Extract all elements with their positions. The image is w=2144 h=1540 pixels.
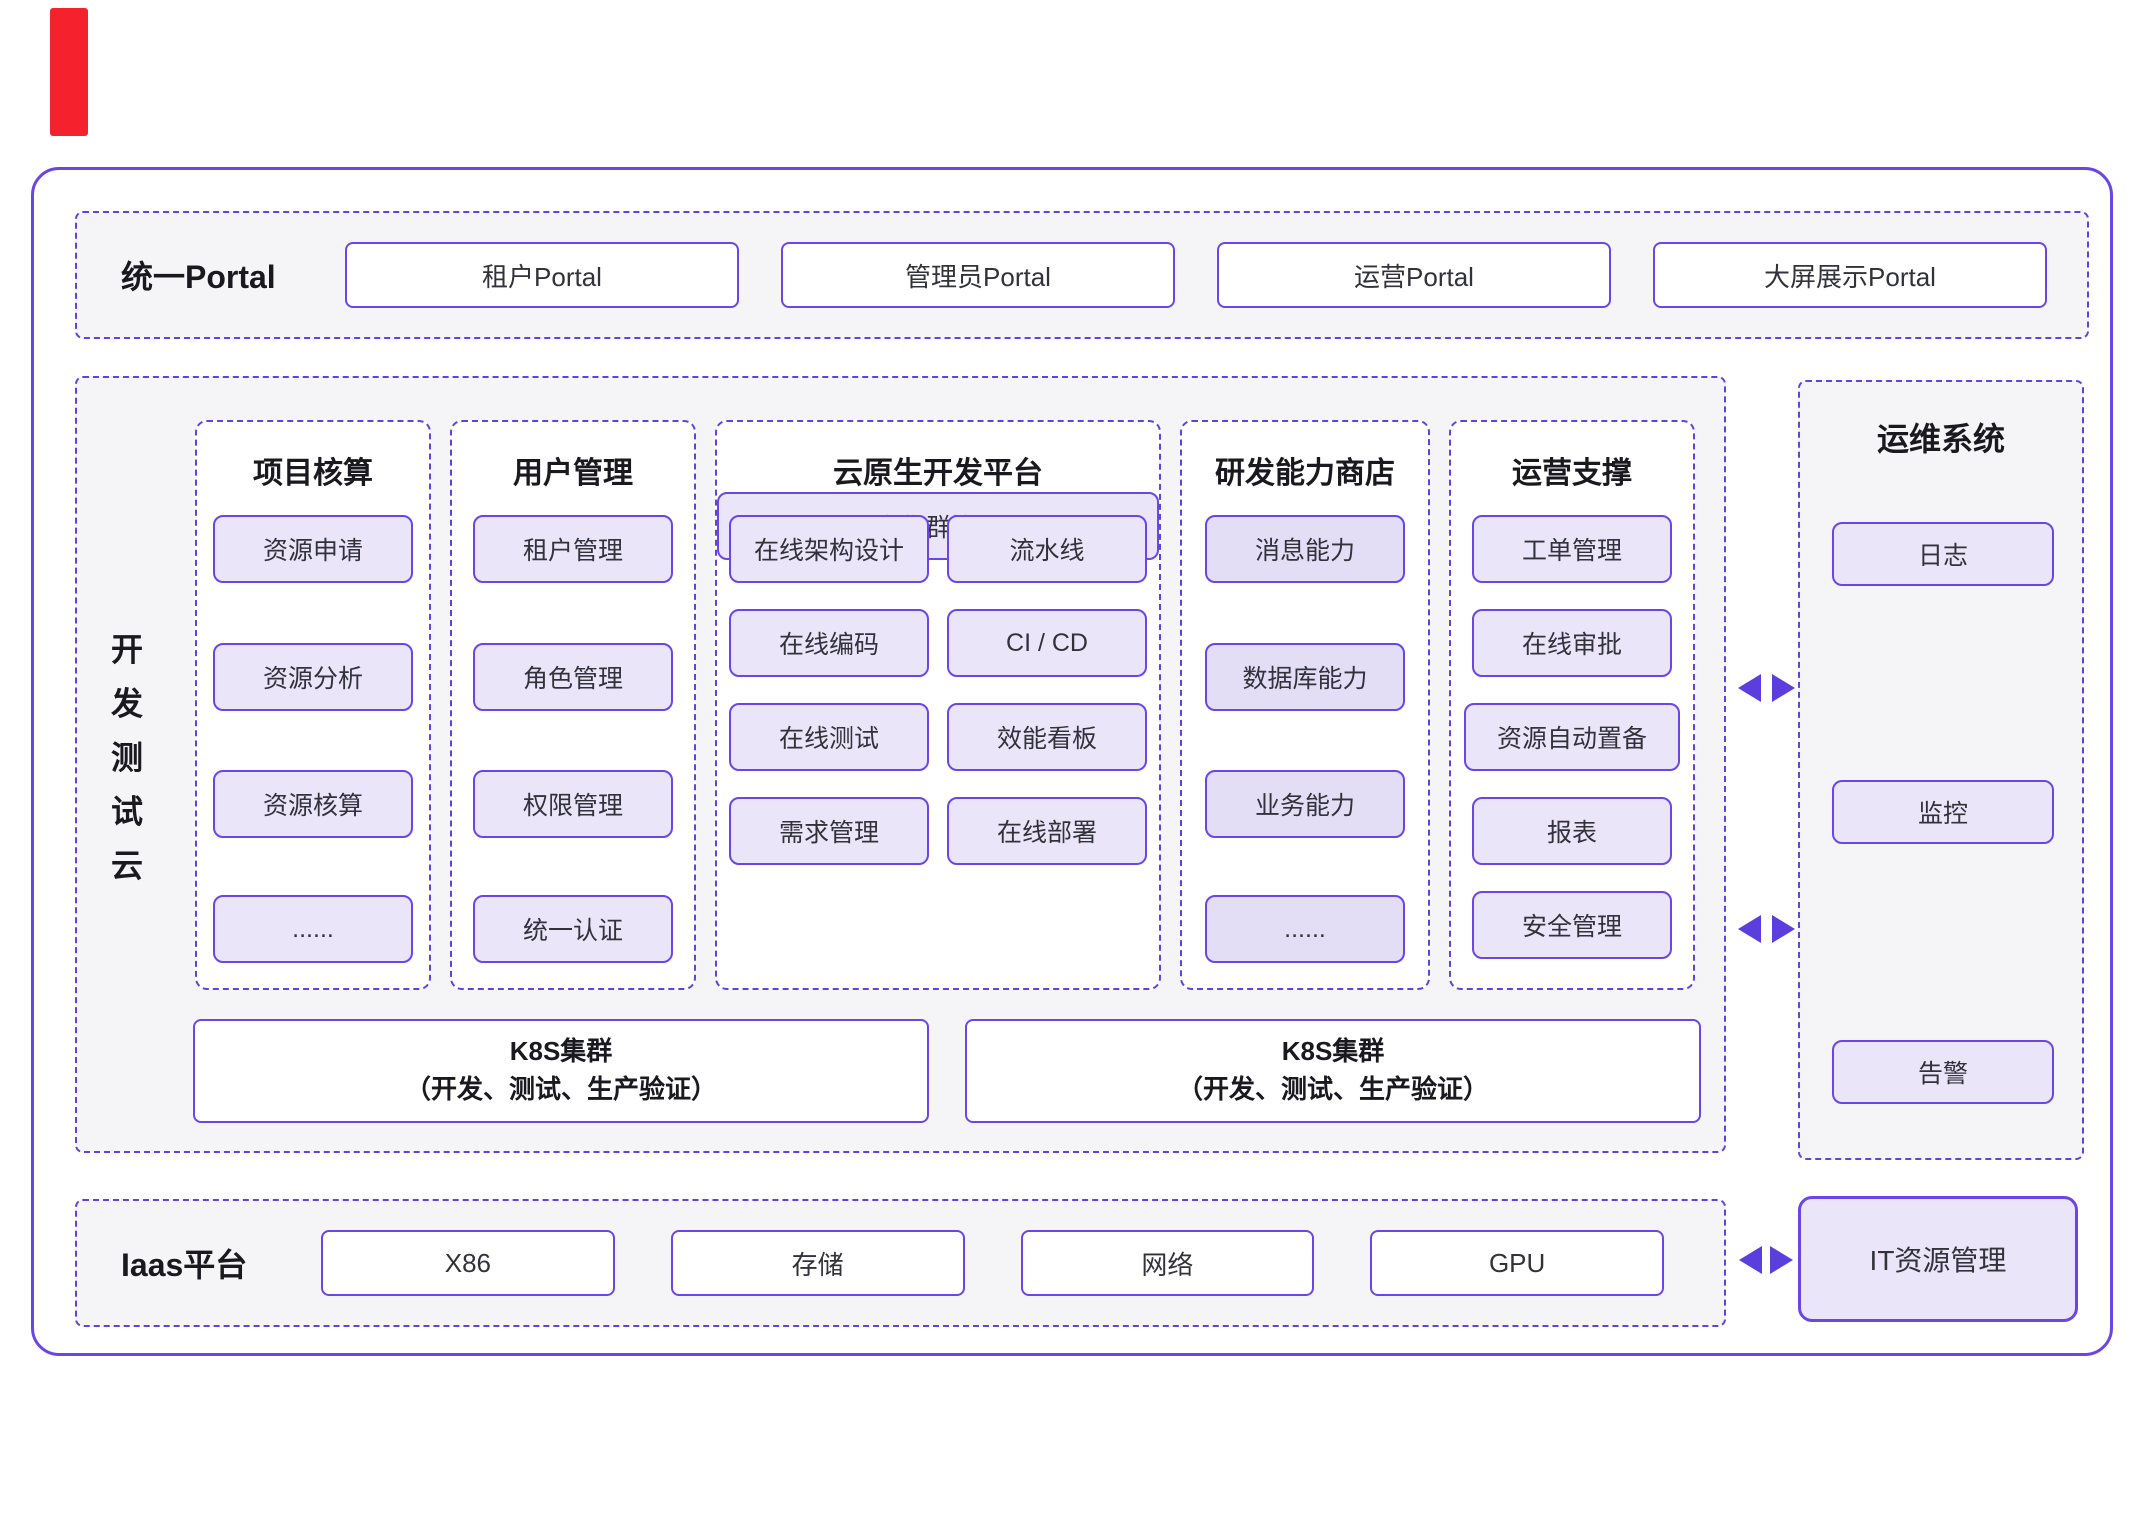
storage-box: 存储: [670, 1230, 965, 1296]
k8s-cluster-box: K8S集群 （开发、测试、生产验证）: [965, 1019, 1701, 1123]
module-box: 在线部署: [947, 797, 1147, 865]
dev-test-cloud-panel: 开 发 测 试 云 项目核算 资源申请 资源分析 资源核算 ...... 用户管…: [75, 376, 1726, 1153]
right-arrow-icon: [1772, 674, 1795, 702]
module-box: 资源申请: [213, 515, 413, 583]
iaas-title: Iaas平台: [121, 1247, 248, 1283]
module-box: 数据库能力: [1205, 643, 1405, 711]
swap-arrows-icon: [1738, 915, 1795, 943]
k8s-subtitle: （开发、测试、生产验证）: [404, 1074, 717, 1104]
tenant-portal-box: 租户Portal: [345, 242, 739, 308]
column-project-accounting: 项目核算 资源申请 资源分析 资源核算 ......: [195, 420, 431, 990]
unified-portal-section: 统一Portal 租户Portal 管理员Portal 运营Portal 大屏展…: [75, 211, 2089, 339]
vertical-char: 试: [111, 793, 144, 830]
left-arrow-icon: [1738, 915, 1761, 943]
module-box: 资源分析: [213, 643, 413, 711]
module-box: 在线测试: [729, 703, 929, 771]
module-box: 租户管理: [473, 515, 673, 583]
module-box: 角色管理: [473, 643, 673, 711]
it-resource-mgmt-box: IT资源管理: [1798, 1196, 2078, 1322]
module-box: ......: [213, 895, 413, 963]
column-title: 运营支撑: [1512, 457, 1632, 490]
column-title: 项目核算: [253, 457, 373, 490]
admin-portal-box: 管理员Portal: [781, 242, 1175, 308]
bigscreen-portal-box: 大屏展示Portal: [1653, 242, 2047, 308]
om-system-title: 运维系统: [1876, 421, 2005, 457]
module-box: 在线编码: [729, 609, 929, 677]
column-title: 用户管理: [513, 457, 633, 490]
module-box: 业务能力: [1205, 770, 1405, 838]
left-arrow-icon: [1738, 674, 1761, 702]
diagram-outer-frame: 统一Portal 租户Portal 管理员Portal 运营Portal 大屏展…: [31, 167, 2113, 1356]
iaas-box-group: X86 存储 网络 GPU: [321, 1230, 1664, 1296]
swap-arrows-icon: [1738, 674, 1795, 702]
column-user-management: 用户管理 租户管理 角色管理 权限管理 统一认证: [450, 420, 696, 990]
module-box: 消息能力: [1205, 515, 1405, 583]
column-title: 云原生开发平台: [833, 457, 1043, 490]
iaas-section: Iaas平台 X86 存储 网络 GPU: [75, 1199, 1726, 1327]
module-box: 在线架构设计: [729, 515, 929, 583]
cloud-native-grid: 在线架构设计 流水线 在线编码 CI / CD 在线测试 效能看板 需求管理 在…: [729, 515, 1147, 865]
vertical-char: 发: [111, 685, 144, 722]
module-box: 工单管理: [1472, 515, 1672, 583]
module-box: CI / CD: [947, 609, 1147, 677]
right-arrow-icon: [1770, 1246, 1793, 1274]
module-box: 流水线: [947, 515, 1147, 583]
portal-box-group: 租户Portal 管理员Portal 运营Portal 大屏展示Portal: [345, 242, 2047, 308]
column-cloud-native-platform: 云原生开发平台 在线架构设计 流水线 在线编码 CI / CD 在线测试 效能看…: [715, 420, 1161, 990]
module-box: 安全管理: [1472, 891, 1672, 959]
module-box: 权限管理: [473, 770, 673, 838]
operation-portal-box: 运营Portal: [1217, 242, 1611, 308]
column-capability-store: 研发能力商店 消息能力 数据库能力 业务能力 ......: [1180, 420, 1430, 990]
k8s-title: K8S集群: [1281, 1036, 1385, 1067]
module-columns: 项目核算 资源申请 资源分析 资源核算 ...... 用户管理 租户管理 角色管…: [195, 420, 1695, 990]
log-box: 日志: [1832, 522, 2054, 586]
module-box: 资源核算: [213, 770, 413, 838]
module-box: 需求管理: [729, 797, 929, 865]
monitor-box: 监控: [1832, 780, 2054, 844]
module-box: 统一认证: [473, 895, 673, 963]
column-title: 研发能力商店: [1215, 457, 1395, 490]
column-operation-support: 运营支撑 工单管理 在线审批 资源自动置备 报表 安全管理: [1449, 420, 1695, 990]
module-box: 效能看板: [947, 703, 1147, 771]
k8s-cluster-box: K8S集群 （开发、测试、生产验证）: [193, 1019, 929, 1123]
gpu-box: GPU: [1370, 1230, 1664, 1296]
module-box: 资源自动置备: [1464, 703, 1680, 771]
vertical-char: 测: [111, 739, 144, 776]
red-marker: [50, 8, 88, 136]
alert-box: 告警: [1832, 1040, 2054, 1104]
network-box: 网络: [1020, 1230, 1315, 1296]
k8s-title: K8S集群: [509, 1036, 613, 1067]
right-arrow-icon: [1772, 915, 1795, 943]
module-box: ......: [1205, 895, 1405, 963]
om-system-panel: 运维系统 日志 监控 告警: [1798, 380, 2084, 1160]
vertical-char: 开: [111, 631, 144, 668]
k8s-subtitle: （开发、测试、生产验证）: [1176, 1074, 1489, 1104]
left-arrow-icon: [1739, 1246, 1762, 1274]
vertical-char: 云: [111, 847, 144, 884]
x86-box: X86: [321, 1230, 615, 1296]
unified-portal-title: 统一Portal: [121, 259, 276, 295]
k8s-cluster-row: K8S集群 （开发、测试、生产验证） K8S集群 （开发、测试、生产验证）: [193, 1019, 1701, 1123]
module-box: 在线审批: [1472, 609, 1672, 677]
module-box: 报表: [1472, 797, 1672, 865]
swap-arrows-icon: [1739, 1246, 1793, 1274]
dev-test-cloud-vertical-title: 开 发 测 试 云: [111, 633, 143, 881]
